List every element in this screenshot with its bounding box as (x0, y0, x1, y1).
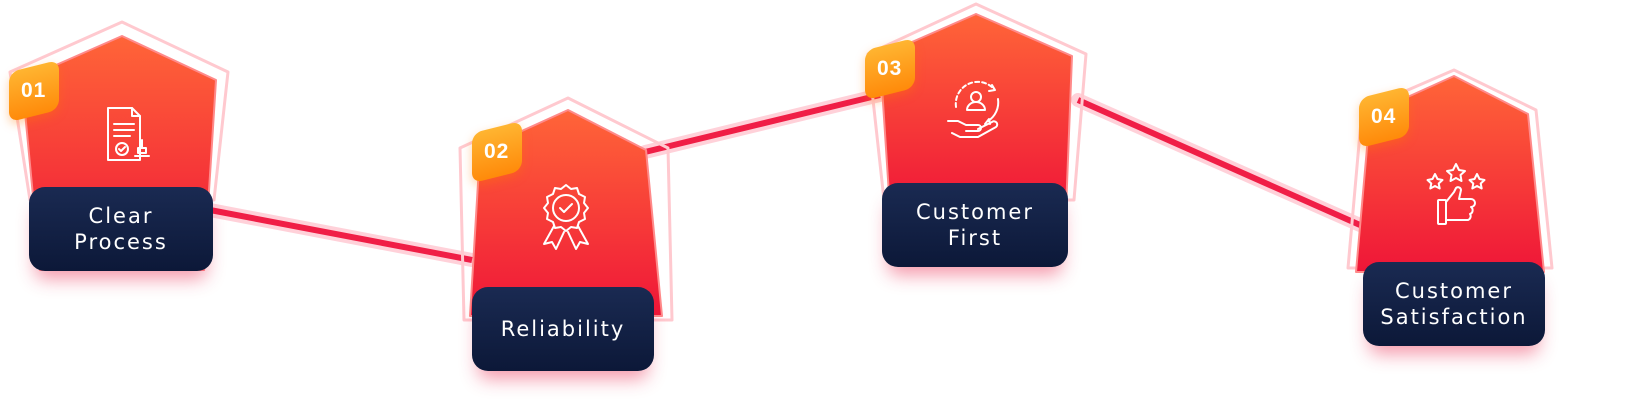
step-2-number: 02 (484, 140, 510, 164)
connector-1-2-core (209, 207, 473, 263)
step-1-label-line2: Process (74, 230, 168, 254)
document-stamp-icon (107, 107, 150, 161)
step-4-label-line2: Satisfaction (1380, 305, 1528, 329)
step-4-label-line1: Customer (1394, 279, 1513, 303)
step-4: 04 Customer Satisfaction (1340, 60, 1570, 360)
step-2-label: Reliability (472, 287, 654, 371)
connector-3-4-core (1076, 97, 1362, 228)
step-3: 03 Customer First (860, 0, 1100, 300)
step-1-label-line1: Clear (88, 204, 154, 228)
step-3-label-line1: Customer (915, 200, 1034, 224)
customer-hand-icon (947, 80, 1000, 138)
step-1: 01 Clear Process (0, 0, 260, 300)
award-badge-icon (543, 184, 589, 250)
step-3-number: 03 (877, 57, 903, 81)
step-4-label: Customer Satisfaction (1363, 262, 1545, 346)
step-2: 02 Reliability (450, 90, 690, 390)
step-3-label-line2: First (947, 226, 1003, 250)
step-1-label: Clear Process (29, 187, 213, 271)
stars-thumbs-up-icon (1426, 163, 1486, 225)
connector-2-3-core (644, 92, 881, 155)
step-3-label: Customer First (882, 183, 1068, 267)
step-1-number: 01 (21, 79, 47, 103)
step-2-label-line1: Reliability (500, 317, 626, 341)
step-4-number: 04 (1371, 105, 1397, 129)
